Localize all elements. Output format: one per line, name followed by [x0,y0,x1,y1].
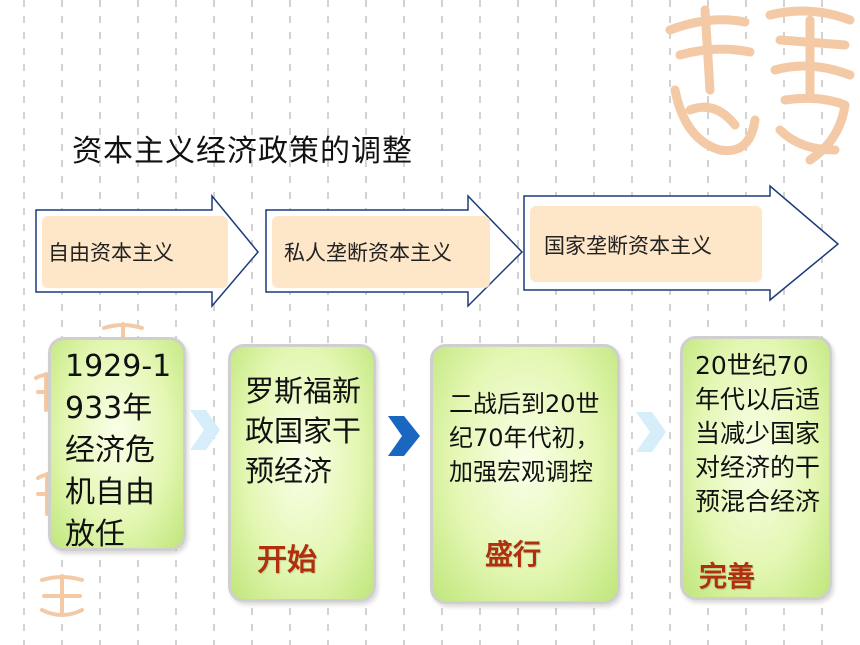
card-highlight: 开始 [257,543,317,578]
card-text: 20世纪70年代以后适当减少国家对经济的干预混合经济 [695,351,821,516]
chevron-right-icon [388,416,420,456]
chevron-right-icon [636,412,666,452]
card-highlight: 盛行 [485,538,542,571]
card-postwar: 二战后到20世纪70年代初，加强宏观调控 盛行 [430,344,620,604]
card-new-deal: 罗斯福新政国家干预经济 开始 [228,344,376,602]
decorative-seal-icon [665,5,855,165]
stage-arrow-2 [265,194,524,308]
stage-label-1: 自由资本主义 [48,241,174,265]
stage-label-2: 私人垄断资本主义 [284,241,452,265]
card-text: 二战后到20世纪70年代初，加强宏观调控 [449,390,600,486]
side-seal-icon [40,574,84,617]
stage-arrow-1 [35,193,259,309]
chevron-right-icon [190,410,220,450]
card-1970s: 20世纪70年代以后适当减少国家对经济的干预混合经济 完善 [680,336,832,600]
page-title: 资本主义经济政策的调整 [72,134,413,169]
card-crisis: 1929-1933年经济危机自由放任 [48,337,186,552]
stage-label-3: 国家垄断资本主义 [544,234,712,258]
card-text: 1929-1933年经济危机自由放任 [65,349,172,552]
stage-arrow-3 [523,184,840,302]
card-highlight: 完善 [699,560,756,593]
card-text: 罗斯福新政国家干预经济 [245,374,362,488]
